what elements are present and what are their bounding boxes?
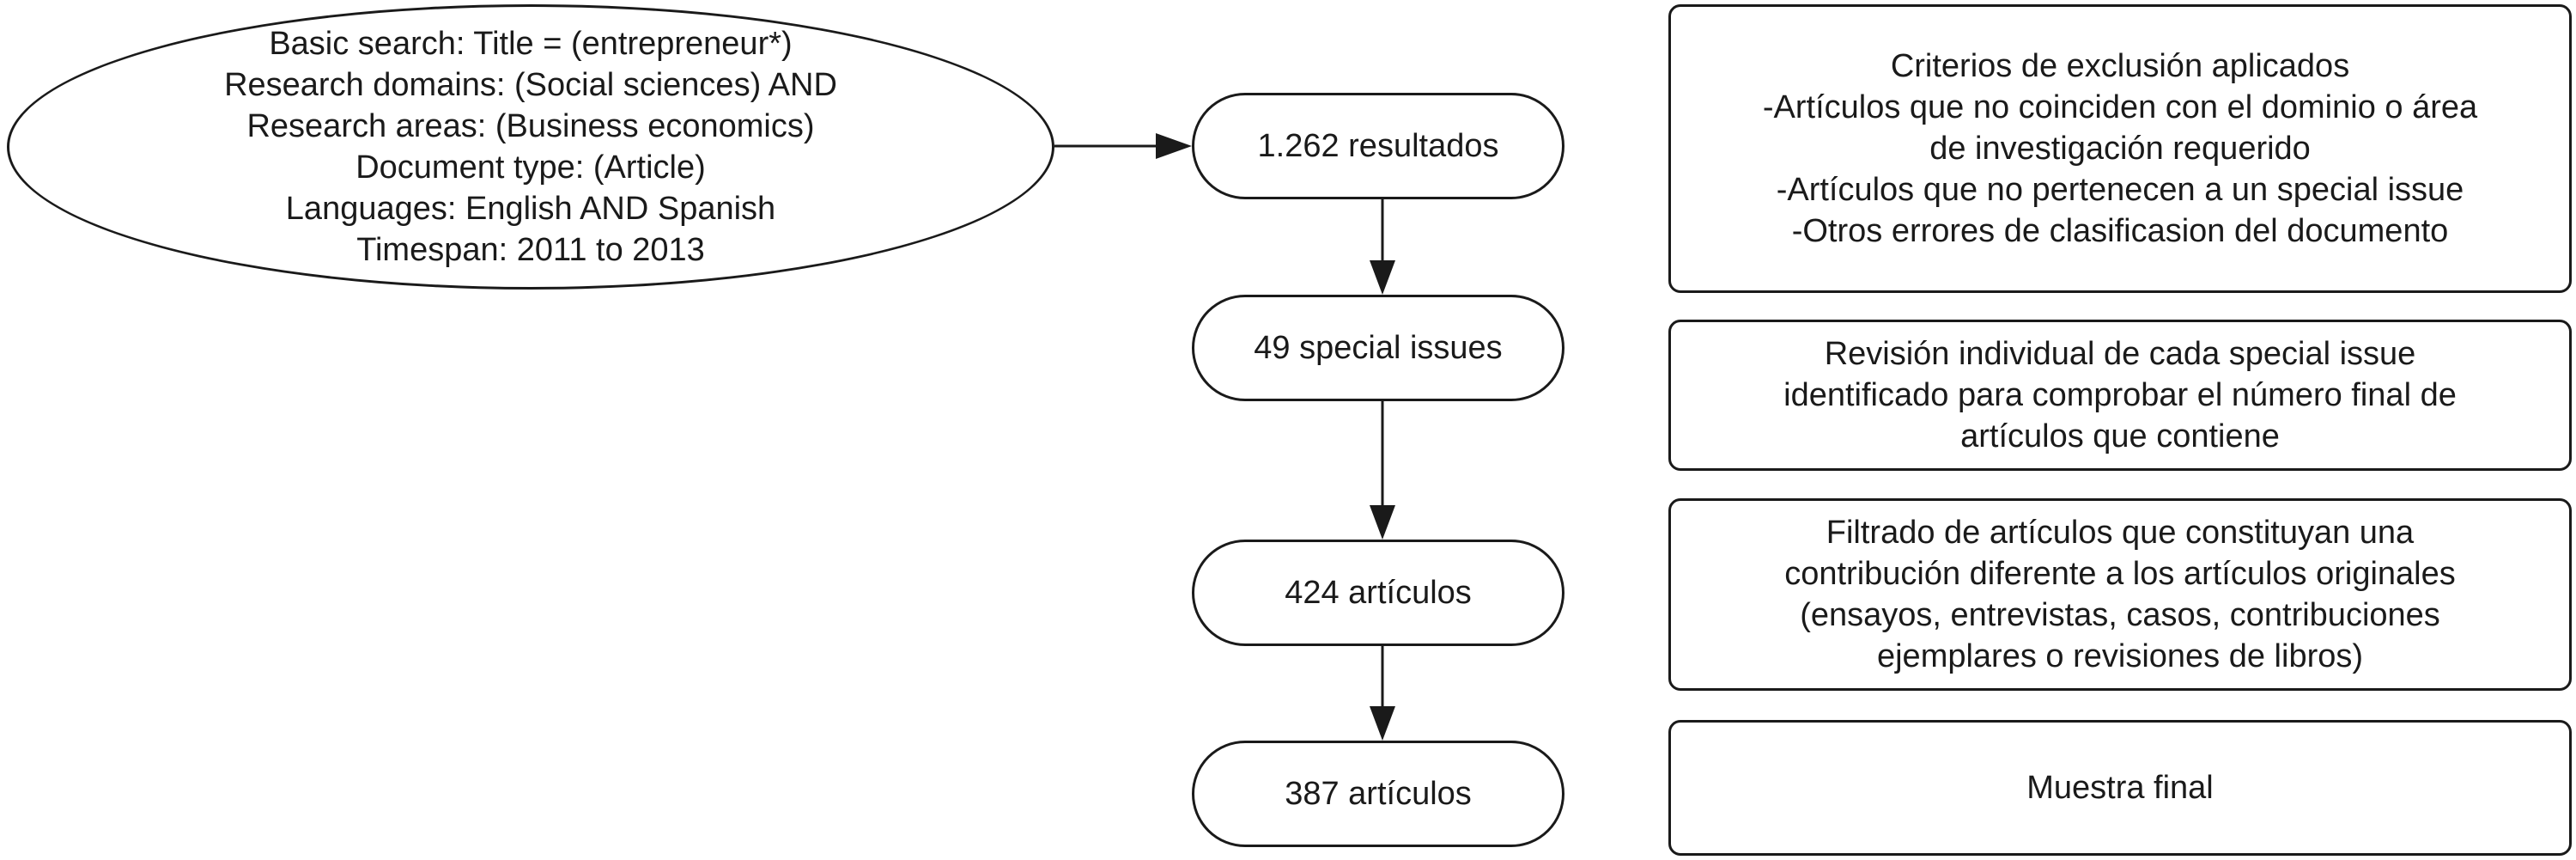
- filter-line: contribución diferente a los artículos o…: [1784, 556, 2456, 592]
- filter-line: ejemplares o revisiones de libros): [1876, 638, 2364, 674]
- special-issues-label: 49 special issues: [1254, 330, 1503, 366]
- special-issues-node: 49 special issues: [1192, 295, 1564, 401]
- results-label: 1.262 resultados: [1257, 128, 1499, 164]
- final-sample-box: Muestra final: [1668, 720, 2572, 856]
- exclusion-criteria-box: Criterios de exclusión aplicados -Artícu…: [1668, 4, 2572, 293]
- arrow-results-to-special: [1370, 199, 1395, 295]
- exclusion-line: -Otros errores de clasificasion del docu…: [1791, 213, 2449, 249]
- final-sample-label: Muestra final: [2026, 770, 2214, 806]
- review-line: identificado para comprobar el número fi…: [1783, 377, 2457, 413]
- articles-387-node: 387 artículos: [1192, 741, 1564, 847]
- articles-387-label: 387 artículos: [1285, 776, 1472, 812]
- arrow-search-to-results: [1054, 133, 1192, 159]
- review-line: Revisión individual de cada special issu…: [1824, 336, 2416, 372]
- review-box: Revisión individual de cada special issu…: [1668, 320, 2572, 471]
- search-line-languages: Languages: English AND Spanish: [285, 191, 776, 227]
- arrow-424-to-387: [1370, 646, 1395, 741]
- search-line-areas: Research areas: (Business economics): [246, 108, 815, 144]
- search-line-doctype: Document type: (Article): [355, 149, 706, 186]
- results-node: 1.262 resultados: [1192, 93, 1564, 199]
- review-line: artículos que contiene: [1960, 418, 2280, 454]
- filter-line: (ensayos, entrevistas, casos, contribuci…: [1800, 597, 2440, 633]
- exclusion-line: de investigación requerido: [1929, 131, 2311, 167]
- search-line-basic: Basic search: Title = (entrepreneur*): [269, 26, 793, 62]
- articles-424-label: 424 artículos: [1285, 575, 1472, 611]
- search-line-domains: Research domains: (Social sciences) AND: [224, 67, 837, 103]
- filter-box: Filtrado de artículos que constituyan un…: [1668, 498, 2572, 691]
- articles-424-node: 424 artículos: [1192, 540, 1564, 646]
- exclusion-line: -Artículos que no pertenecen a un specia…: [1776, 172, 2464, 208]
- exclusion-title: Criterios de exclusión aplicados: [1890, 48, 2350, 84]
- search-line-timespan: Timespan: 2011 to 2013: [356, 232, 705, 268]
- filter-line: Filtrado de artículos que constituyan un…: [1826, 515, 2415, 551]
- exclusion-line: -Artículos que no coinciden con el domin…: [1762, 89, 2478, 125]
- arrow-special-to-424: [1370, 401, 1395, 540]
- search-query-node: Basic search: Title = (entrepreneur*) Re…: [7, 4, 1054, 290]
